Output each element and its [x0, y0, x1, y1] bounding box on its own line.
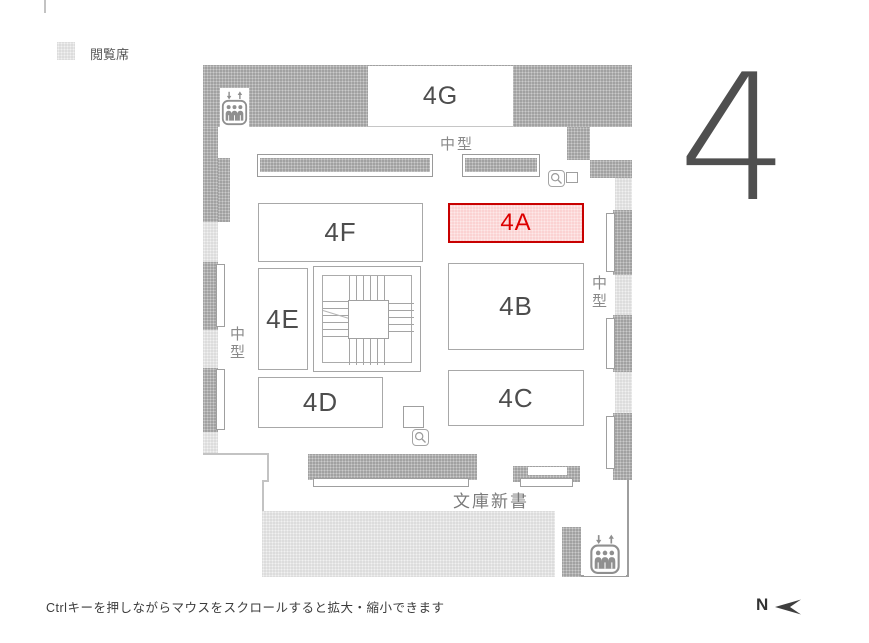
room-4G-label: 4G	[422, 81, 459, 110]
stair-treads	[388, 303, 414, 338]
bookshelf-outline	[520, 478, 573, 487]
wall-bottom-right	[562, 527, 581, 577]
bookshelf-outline	[313, 478, 469, 487]
wall-shelf	[606, 213, 615, 272]
area-label-midsize-top: 中型	[439, 136, 474, 153]
bookshelf-block	[308, 454, 477, 480]
wall-left	[203, 127, 218, 222]
compass-arrow-icon	[774, 599, 802, 620]
wall-left-light	[203, 330, 218, 368]
room-4A-highlighted[interactable]: 4A	[448, 203, 584, 243]
bookshelf-bar	[257, 154, 433, 177]
elevator-icon	[221, 90, 248, 125]
legend-reading-seat-label: 閲覧席	[90, 47, 130, 62]
room-4B[interactable]: 4B	[448, 263, 584, 350]
room-4D[interactable]: 4D	[258, 377, 383, 428]
wall-right-light	[615, 275, 632, 315]
wall-left-light	[203, 222, 218, 262]
wall-shelf	[216, 264, 225, 327]
stair-landing	[348, 300, 389, 339]
zoom-hint-text: Ctrlキーを押しながらマウスをスクロールすると拡大・縮小できます	[46, 601, 445, 615]
room-4E[interactable]: 4E	[258, 268, 308, 370]
stair-treads	[323, 301, 349, 338]
reading-seats-area	[262, 511, 555, 577]
wall-right	[613, 315, 632, 372]
stair-treads	[349, 276, 389, 301]
room-4C[interactable]: 4C	[448, 370, 584, 426]
wall-right	[613, 210, 632, 275]
legend-reading-seat-swatch	[57, 42, 75, 60]
boundary-line	[203, 453, 269, 455]
room-4E-label: 4E	[266, 303, 300, 334]
wall-shelf	[606, 318, 615, 369]
room-4F[interactable]: 4F	[258, 203, 423, 262]
wall-right	[590, 160, 632, 178]
wall-left-light	[203, 432, 218, 455]
elevator-top-left	[220, 88, 249, 127]
wall-shelf	[216, 369, 225, 430]
wall-shelf	[606, 416, 615, 469]
wall-right	[613, 413, 632, 480]
compass-north-label: N	[756, 595, 769, 614]
corner-tick	[44, 0, 46, 13]
wall-left	[203, 262, 218, 330]
boundary-line	[262, 480, 269, 482]
wall-right-pillar	[567, 127, 590, 160]
boundary-line	[627, 480, 629, 577]
magnifier-icon[interactable]	[548, 170, 565, 187]
room-4F-label: 4F	[324, 217, 357, 247]
room-4B-label: 4B	[499, 291, 533, 321]
map-small-box	[566, 172, 578, 183]
room-4D-label: 4D	[302, 387, 339, 417]
room-4C-label: 4C	[498, 382, 534, 413]
area-label-midsize-right: 中型	[590, 275, 607, 311]
wall-right-light	[615, 178, 632, 210]
room-4A-label: 4A	[500, 209, 532, 236]
map-small-box	[403, 406, 424, 428]
stair-treads	[349, 339, 389, 365]
room-4G[interactable]: 4G	[368, 66, 513, 127]
floor-number: 4	[678, 38, 790, 241]
magnifier-icon[interactable]	[412, 429, 429, 446]
area-label-midsize-left: 中型	[228, 326, 245, 362]
wall-left	[203, 368, 218, 432]
boundary-line	[267, 453, 269, 482]
wall-right-light	[615, 372, 632, 413]
boundary-line	[581, 575, 629, 577]
elevator-icon	[590, 534, 620, 574]
staircase	[313, 266, 421, 372]
area-label-paperback: 文庫新書	[453, 492, 529, 511]
boundary-line	[262, 480, 264, 512]
bookshelf-notch	[528, 467, 567, 475]
bookshelf-bar	[462, 154, 540, 177]
elevator-bottom-right	[584, 531, 626, 576]
wall-left-wide	[218, 158, 230, 222]
